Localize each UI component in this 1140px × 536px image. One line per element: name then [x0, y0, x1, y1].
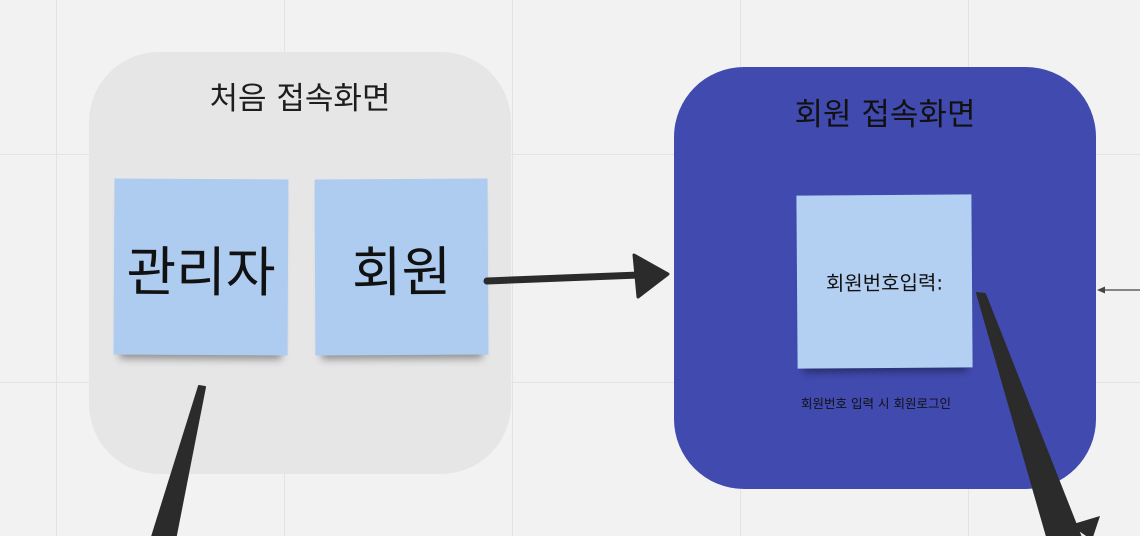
connector-member-input-down[interactable] — [976, 292, 1100, 536]
arrow-member-to-member-screen[interactable] — [483, 253, 670, 299]
connector-admin-down[interactable] — [151, 385, 206, 536]
first-screen-title: 처음 접속화면 — [209, 81, 391, 117]
member-screen-title: 회원 접속화면 — [794, 97, 976, 133]
thin-incoming-arrow[interactable] — [1097, 286, 1140, 294]
member-login-caption[interactable]: 회원번호 입력 시 회원로그인 — [801, 396, 951, 411]
